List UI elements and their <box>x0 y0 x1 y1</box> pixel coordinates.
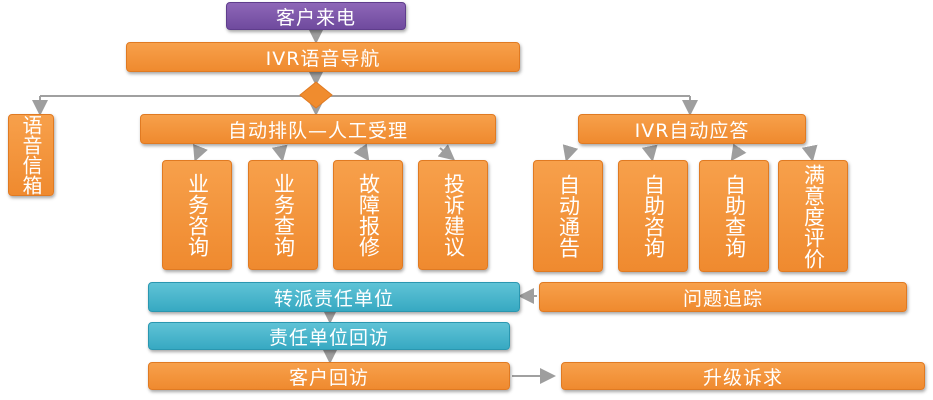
node-label: 升级诉求 <box>702 366 783 389</box>
node-auto-queue-manual: 自动排队—人工受理 <box>140 114 496 144</box>
node-label: 客户来电 <box>275 6 356 29</box>
node-satisfaction-rating: 满意度评价 <box>778 160 848 272</box>
node-label: 自助咨询 <box>641 174 666 258</box>
node-label: 故障报修 <box>356 173 381 257</box>
node-label: 自动通告 <box>556 174 581 258</box>
node-unit-followup: 责任单位回访 <box>148 322 510 350</box>
node-business-query: 业务查询 <box>248 160 318 270</box>
node-ivr-navigation: IVR语音导航 <box>126 42 520 72</box>
node-label: 问题追踪 <box>682 287 763 310</box>
node-label: 投诉建议 <box>441 173 466 257</box>
node-label: 客户回访 <box>288 366 369 389</box>
node-issue-tracking: 问题追踪 <box>539 282 907 312</box>
node-business-consult: 业务咨询 <box>162 160 232 270</box>
node-fault-report: 故障报修 <box>333 160 403 270</box>
node-label: 业务查询 <box>271 173 296 257</box>
node-self-consult: 自助咨询 <box>618 160 688 272</box>
node-label: 业务咨询 <box>185 173 210 257</box>
node-customer-call: 客户来电 <box>226 2 406 30</box>
node-customer-followup: 客户回访 <box>148 362 510 390</box>
node-escalate-request: 升级诉求 <box>561 362 925 390</box>
node-label: 责任单位回访 <box>268 326 389 349</box>
node-label: IVR自动应答 <box>634 119 750 142</box>
node-self-query: 自助查询 <box>699 160 769 272</box>
node-voice-mailbox: 语音信箱 <box>8 114 54 196</box>
decision-diamond <box>299 81 333 109</box>
node-auto-notice: 自动通告 <box>533 160 603 272</box>
node-label: 转派责任单位 <box>273 287 394 310</box>
node-label: 语音信箱 <box>19 115 43 195</box>
node-ivr-auto-answer: IVR自动应答 <box>578 114 806 144</box>
node-label: 自动排队—人工受理 <box>227 119 408 142</box>
node-label: IVR语音导航 <box>265 47 381 70</box>
node-complaint-suggestion: 投诉建议 <box>418 160 488 270</box>
node-label: 满意度评价 <box>801 163 826 269</box>
node-label: 自助查询 <box>722 174 747 258</box>
node-dispatch-unit: 转派责任单位 <box>148 282 520 312</box>
